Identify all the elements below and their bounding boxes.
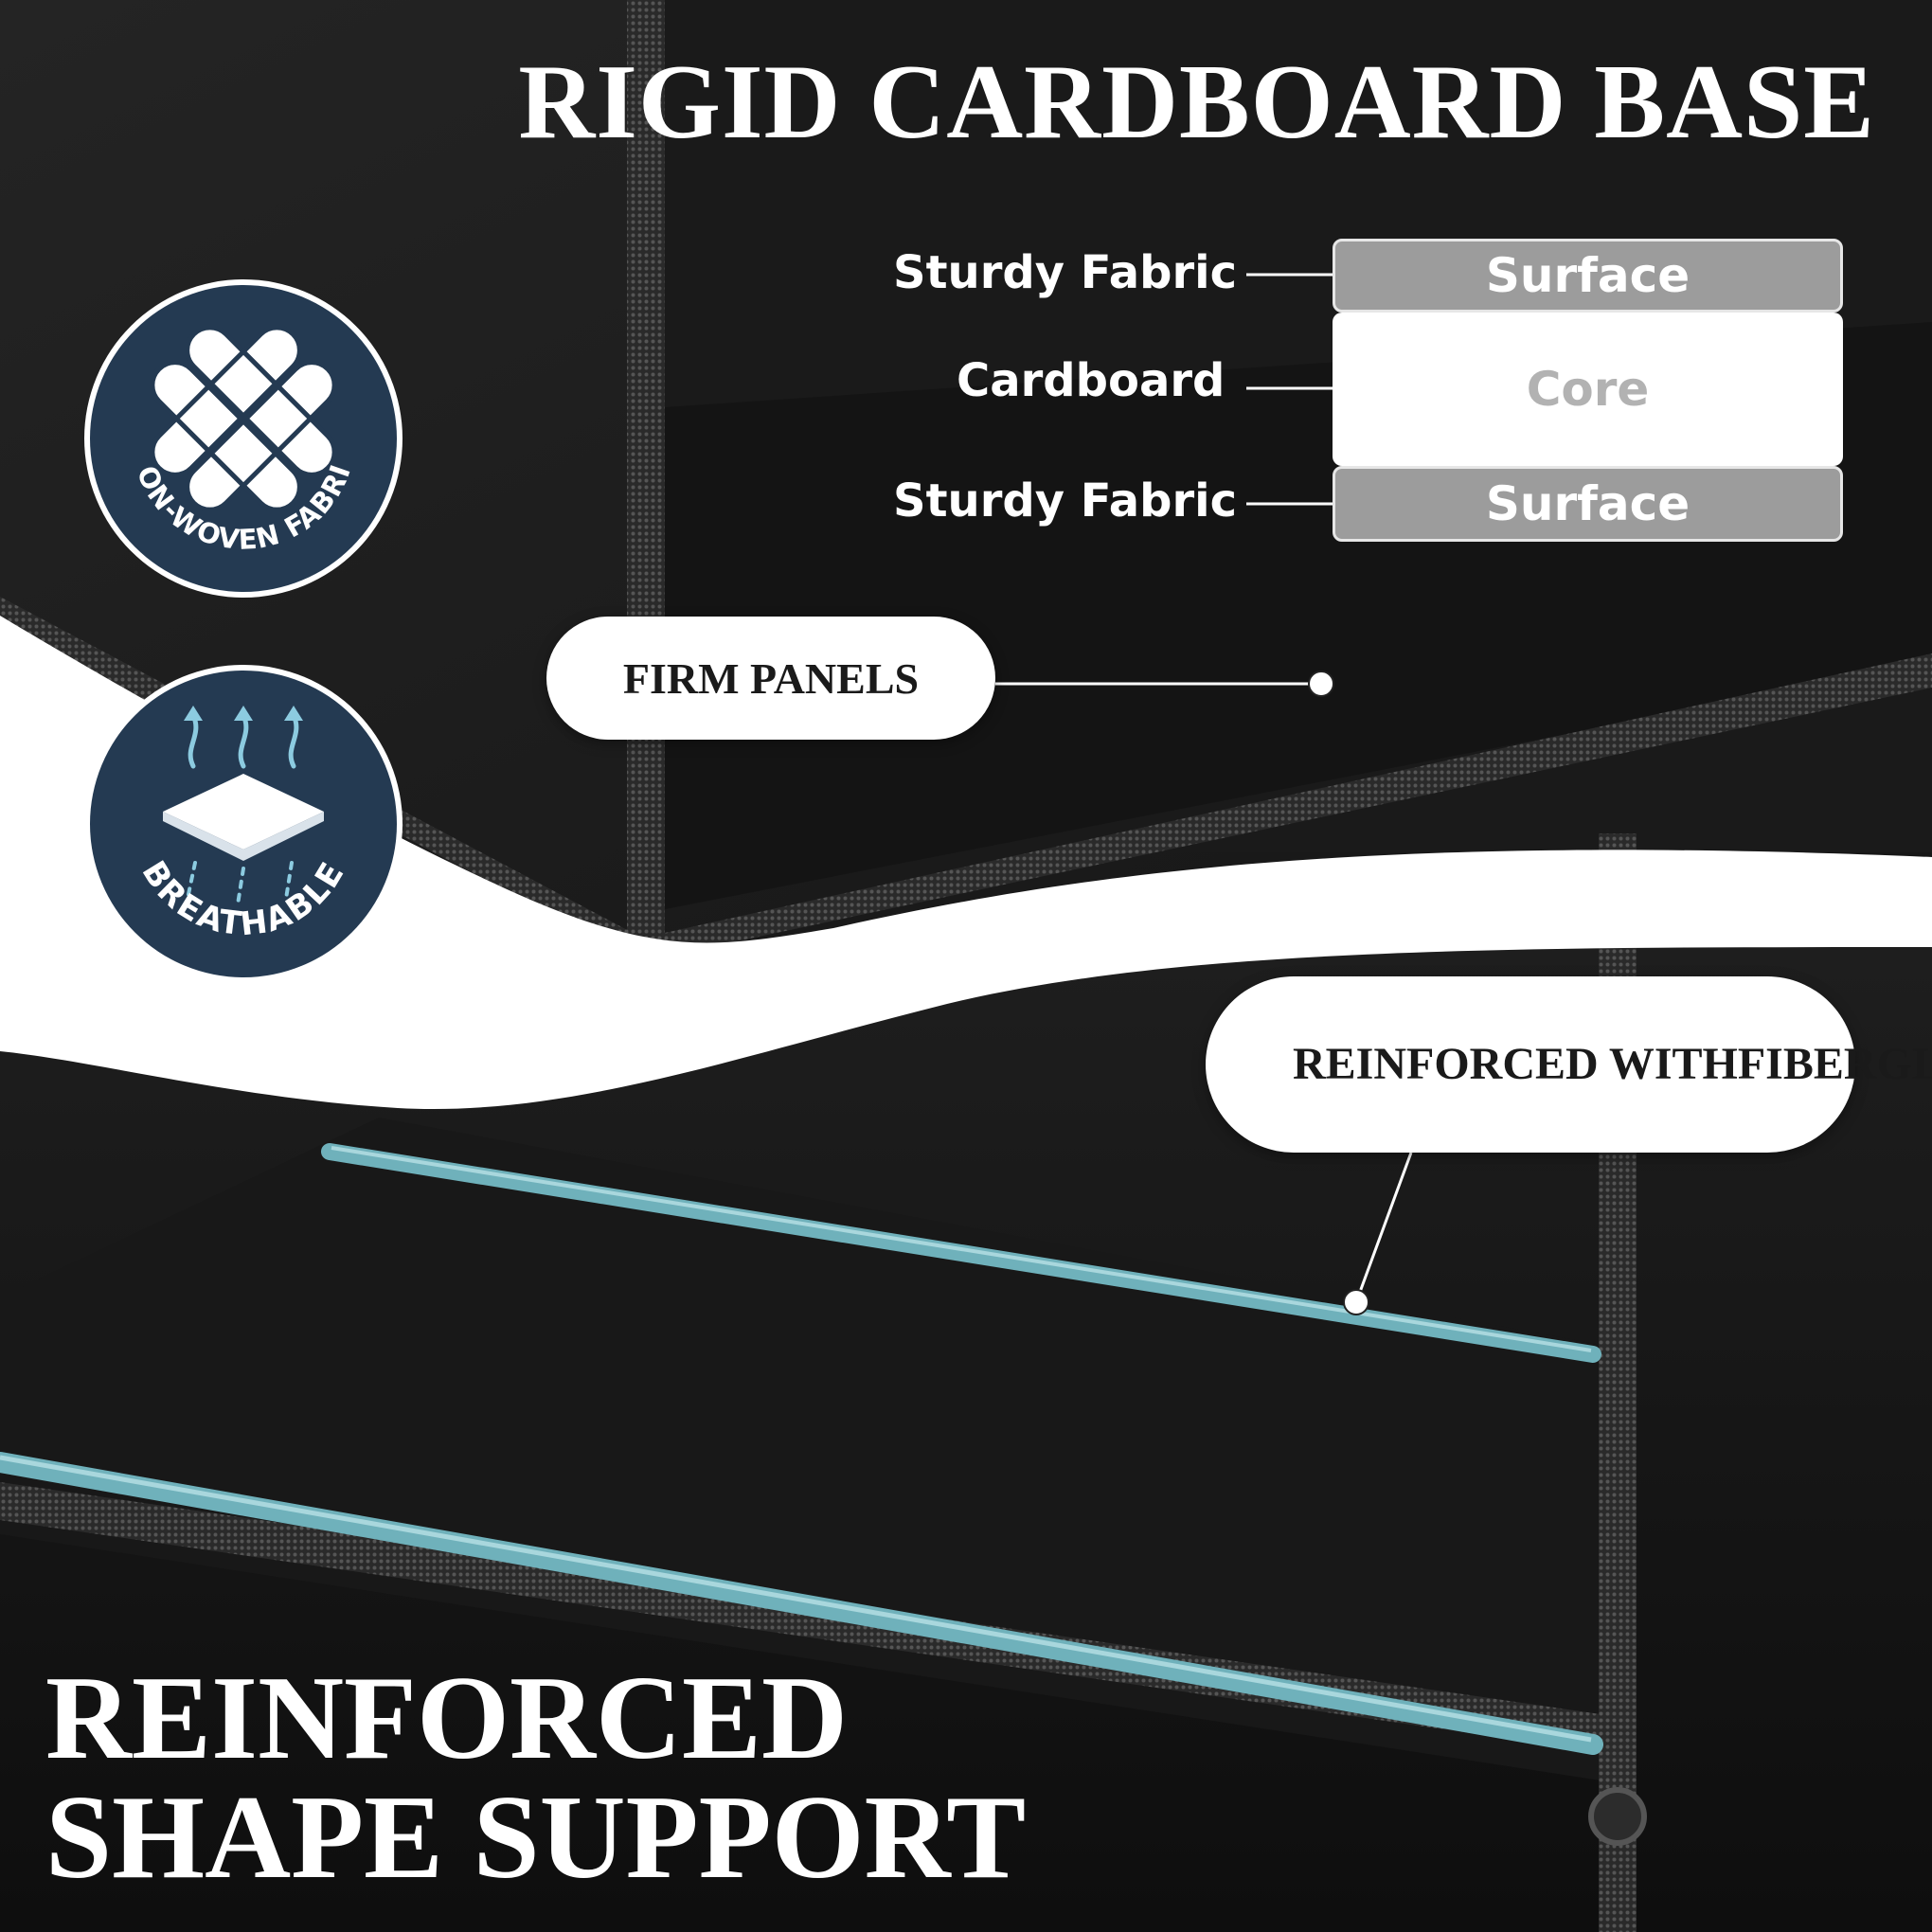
- layer-label-bottom: Sturdy Fabric: [893, 474, 1238, 528]
- breathable-badge: BREATHABLE: [84, 665, 402, 983]
- breathable-pad-icon: [163, 706, 324, 906]
- non-woven-fabric-badge: NON-WOVEN FABRIC: [81, 277, 402, 598]
- headline-top: RIGID CARDBOARD BASE: [518, 44, 1875, 161]
- rod-end-cap: [1588, 1787, 1647, 1846]
- firm-panels-dot: [1308, 671, 1334, 697]
- fiberglass-rod-upper-highlight: [331, 1146, 1592, 1352]
- rods-leader-dot: [1343, 1289, 1369, 1315]
- fiberglass-rod-upper: [321, 1143, 1601, 1363]
- headline-bottom: REINFORCED SHAPE SUPPORT: [45, 1659, 1026, 1898]
- white-wave: [0, 616, 1932, 1110]
- layer-label-core: Cardboard: [957, 354, 1225, 407]
- upper-bottom-edge: [0, 597, 1932, 957]
- woven-fabric-icon: [150, 325, 337, 512]
- firm-panels-callout: FIRM PANELS: [546, 617, 995, 740]
- fiberglass-rod-lower: [0, 1452, 1603, 1755]
- upper-divider-edge: [627, 0, 665, 947]
- surface-layer-bottom: Surface: [1333, 466, 1843, 542]
- fiberglass-rod-lower-highlight: [0, 1455, 1592, 1743]
- headline-bottom-line2: SHAPE SUPPORT: [45, 1772, 1027, 1904]
- rods-callout-line2: FIBERGLASS RODS: [1737, 1038, 1932, 1089]
- rods-callout-line1: REINFORCED WITH: [1293, 1038, 1738, 1089]
- headline-bottom-line1: REINFORCED: [45, 1653, 849, 1784]
- core-layer: Core: [1333, 313, 1843, 466]
- fiberglass-rods-callout: REINFORCED WITH FIBERGLASS RODS: [1206, 976, 1932, 1153]
- rods-leader: [1354, 1152, 1413, 1303]
- layer-label-top: Sturdy Fabric: [893, 246, 1238, 299]
- surface-layer-top: Surface: [1333, 239, 1843, 313]
